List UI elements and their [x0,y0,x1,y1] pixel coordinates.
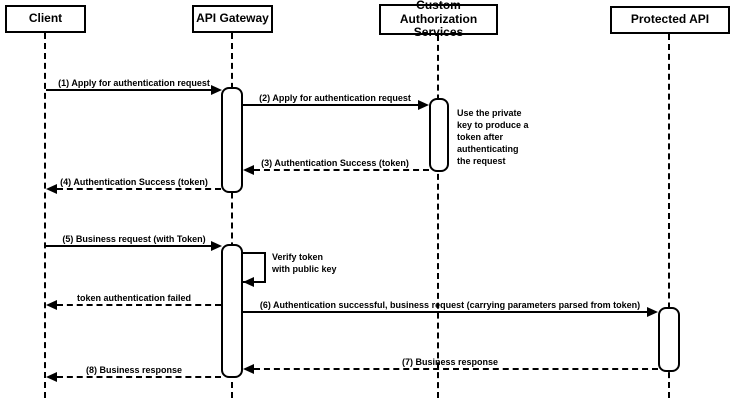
message-5-line [46,245,212,247]
message-4-label: (4) Authentication Success (token) [60,177,208,187]
self-message-loop [243,252,266,283]
message-fail-label: token authentication failed [76,293,192,303]
message-5-label: (5) Business request (with Token) [62,234,206,244]
message-4-line [57,188,221,190]
message-6-label: (6) Authentication successful, business … [259,300,641,310]
arrowhead-left-icon [243,364,254,374]
message-1-line [46,89,212,91]
message-2-line [243,104,419,106]
arrowhead-right-icon [647,307,658,317]
arrowhead-right-icon [211,85,222,95]
arrowhead-right-icon [211,241,222,251]
note-text: Use the private key to produce a token a… [457,108,529,166]
actor-box-client: Client [5,5,86,33]
actor-box-protected-api: Protected API [610,6,730,34]
actor-label-client: Client [28,11,63,26]
message-3-label: (3) Authentication Success (token) [261,158,409,168]
lifeline-custom-authorization-services [437,35,439,398]
lifeline-api-gateway [231,33,233,398]
activation-protected-api [658,307,680,372]
activation-api-gateway-business [221,244,243,378]
actor-label-custom-authorization-services: Custom Authorization Services [399,0,478,40]
message-7-label: (7) Business response [401,357,499,367]
message-7-line [254,368,658,370]
actor-box-custom-authorization-services: Custom Authorization Services [379,0,498,39]
message-2-label: (2) Apply for authentication request [259,93,411,103]
arrowhead-right-icon [418,100,429,110]
arrowhead-left-icon [46,300,57,310]
lifeline-client [44,33,46,398]
message-8-line [57,376,221,378]
lifeline-protected-api [668,34,670,398]
activation-custom-authorization-services [429,98,449,172]
message-3-line [254,169,429,171]
arrowhead-left-icon [243,165,254,175]
message-8-label: (8) Business response [85,365,183,375]
self-message-label: Verify token with public key [272,252,337,274]
actor-box-api-gateway: API Gateway [192,5,273,33]
message-6-line [243,311,647,313]
arrowhead-left-icon [46,184,57,194]
activation-api-gateway-auth [221,87,243,193]
message-fail-line [57,304,221,306]
actor-label-protected-api: Protected API [630,12,710,27]
arrowhead-left-icon [243,277,254,287]
message-1-label: (1) Apply for authentication request [58,78,210,88]
actor-label-api-gateway: API Gateway [196,11,269,26]
arrowhead-left-icon [46,372,57,382]
